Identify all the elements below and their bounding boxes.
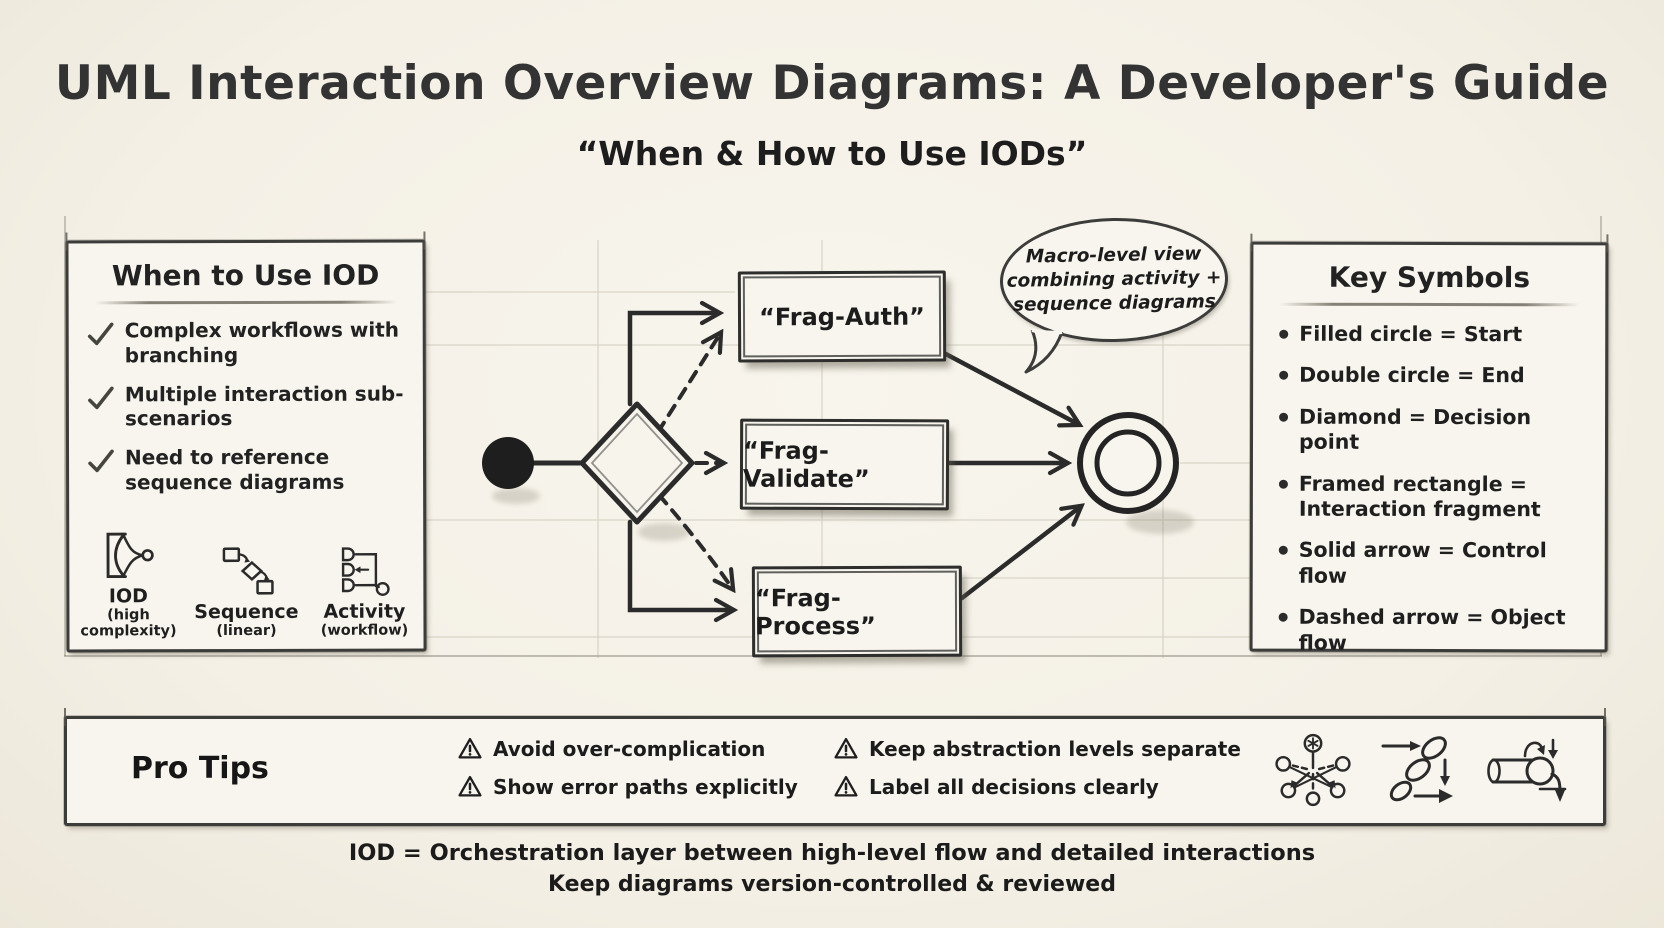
- bullet-icon: [1279, 329, 1289, 339]
- tip-label: Keep abstraction levels separate: [869, 736, 1241, 761]
- checkmark-icon: [88, 386, 114, 409]
- diagram-type-iod: IOD (high complexity): [69, 528, 187, 639]
- title-underline: [1279, 302, 1580, 307]
- symbol-item-label: Solid arrow = Control flow: [1298, 538, 1547, 588]
- when-panel-title: When to Use IOD: [111, 258, 380, 293]
- pro-tips-title: Pro Tips: [131, 751, 269, 786]
- symbol-item: Framed rectangle = Interaction fragment: [1278, 471, 1589, 522]
- when-item: Need to reference sequence diagrams: [85, 445, 415, 495]
- warning-icon: [458, 737, 482, 759]
- fragment-box-process: “Frag-Process”: [751, 565, 963, 658]
- symbol-item: Diamond = Decision point: [1279, 404, 1589, 455]
- pencil-shadows: [492, 488, 1194, 541]
- sequence-mini-icon: [222, 547, 274, 595]
- when-to-use-panel: When to Use IOD Complex workflows with b…: [65, 239, 427, 653]
- tip-item: Label all decisions clearly: [833, 774, 1159, 799]
- fragment-box-validate: “Frag-Validate”: [739, 418, 950, 511]
- tip-label: Avoid over-complication: [493, 736, 766, 761]
- pro-tips-icons: [1273, 731, 1567, 807]
- chain-link-doodle-icon: [1381, 736, 1453, 803]
- checkmark-icon: [87, 322, 114, 346]
- activity-mini-icon: [341, 547, 390, 596]
- diagram-type-sublabel: (linear): [216, 622, 277, 640]
- diagram-type-row: IOD (high complexity) Sequence (linear): [69, 528, 423, 640]
- key-symbols-panel: Key Symbols Filled circle = Start Double…: [1249, 241, 1609, 656]
- warning-icon: [458, 775, 482, 797]
- speech-bubble-line: sequence diagrams: [1012, 291, 1217, 316]
- tip-label: Label all decisions clearly: [869, 774, 1159, 799]
- footer-note-line2: Keep diagrams version-controlled & revie…: [548, 872, 1116, 897]
- fragment-label: “Frag-Process”: [754, 583, 876, 640]
- symbol-item-label: Diamond = Decision point: [1298, 404, 1532, 455]
- diagram-type-sequence: Sequence (linear): [187, 544, 305, 639]
- control-flow-arrow-to-process: [627, 519, 732, 610]
- bullet-icon: [1278, 612, 1288, 622]
- tip-label: Show error paths explicitly: [493, 774, 798, 799]
- warning-icon: [834, 737, 858, 759]
- pro-tips-bar: Pro Tips Avoid over-complication Show er…: [64, 708, 1606, 826]
- flow-canvas: [425, 240, 1255, 658]
- page-subtitle: “When & How to Use IODs”: [576, 134, 1088, 173]
- object-flow-dashed-arrow-to-auth: [656, 334, 720, 434]
- fragment-box-auth: “Frag-Auth”: [737, 270, 947, 363]
- symbol-item-label: Framed rectangle = Interaction fragment: [1298, 471, 1541, 522]
- title-underline: [94, 300, 397, 305]
- tip-item: Show error paths explicitly: [457, 774, 798, 799]
- start-node-filled-circle: [482, 437, 534, 489]
- fragment-label: “Frag-Auth”: [759, 302, 925, 331]
- warning-icon: [834, 775, 858, 797]
- symbol-item: Filled circle = Start: [1279, 322, 1589, 348]
- bullet-icon: [1279, 371, 1289, 381]
- end-node-double-circle: [1077, 412, 1179, 514]
- symbol-item: Dashed arrow = Object flow: [1278, 604, 1589, 656]
- when-item-label: Need to reference sequence diagrams: [124, 444, 345, 495]
- symbol-item: Solid arrow = Control flow: [1278, 538, 1589, 589]
- control-flow-arrow-auth-to-end: [939, 349, 1078, 424]
- checkmark-icon: [88, 449, 114, 473]
- when-item: Multiple interaction sub-scenarios: [85, 381, 415, 431]
- page-title: UML Interaction Overview Diagrams: A Dev…: [54, 56, 1610, 111]
- symbols-panel-title: Key Symbols: [1328, 260, 1531, 295]
- diagram-type-activity: Activity (workflow): [305, 544, 423, 639]
- network-doodle-icon: [1275, 733, 1351, 807]
- when-item-label: Complex workflows with branching: [124, 317, 400, 368]
- diagram-type-sublabel: (high complexity): [80, 607, 177, 640]
- symbol-item-label: Filled circle = Start: [1299, 321, 1523, 347]
- symbol-item: Double circle = End: [1279, 363, 1589, 389]
- diagram-type-label: Activity: [323, 600, 406, 623]
- fragment-label: “Frag-Validate”: [742, 436, 870, 493]
- decision-diamond: [579, 401, 695, 525]
- diagram-type-sublabel: (workflow): [320, 622, 409, 639]
- bullet-icon: [1279, 412, 1289, 422]
- footer-note-line1: IOD = Orchestration layer between high-l…: [348, 840, 1316, 866]
- object-flow-dashed-arrow-to-process: [657, 493, 732, 588]
- when-item: Complex workflows with branching: [85, 318, 415, 368]
- tip-item: Avoid over-complication: [457, 736, 765, 761]
- speech-bubble-tail: [1024, 328, 1064, 374]
- iod-mini-icon: [106, 532, 154, 579]
- symbol-item-label: Double circle = End: [1299, 363, 1525, 388]
- when-item-label: Multiple interaction sub-scenarios: [124, 381, 404, 431]
- bullet-icon: [1278, 479, 1288, 489]
- diagram-type-label: Sequence: [194, 600, 299, 624]
- symbol-item-label: Dashed arrow = Object flow: [1298, 604, 1566, 655]
- pipe-flow-doodle-icon: [1487, 738, 1567, 802]
- diagram-type-label: IOD: [108, 585, 148, 608]
- control-flow-arrow-process-to-end: [959, 507, 1080, 601]
- bullet-icon: [1278, 546, 1288, 556]
- control-flow-arrow-to-auth: [627, 313, 718, 407]
- tip-item: Keep abstraction levels separate: [833, 736, 1241, 761]
